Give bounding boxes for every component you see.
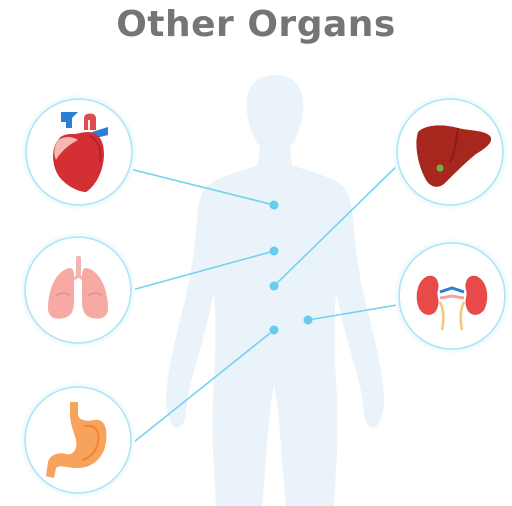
organ-circle-stomach <box>21 383 135 497</box>
lungs-point <box>270 247 279 256</box>
liver-point <box>270 282 279 291</box>
organ-circle-kidneys <box>395 239 509 353</box>
stomach-point <box>270 326 279 335</box>
organ-circle-lungs <box>21 233 135 347</box>
heart-point <box>270 201 279 210</box>
organ-circle-heart <box>22 95 136 209</box>
kidneys-point <box>304 316 313 325</box>
body-silhouette <box>166 75 384 506</box>
organ-circle-liver <box>393 95 507 209</box>
